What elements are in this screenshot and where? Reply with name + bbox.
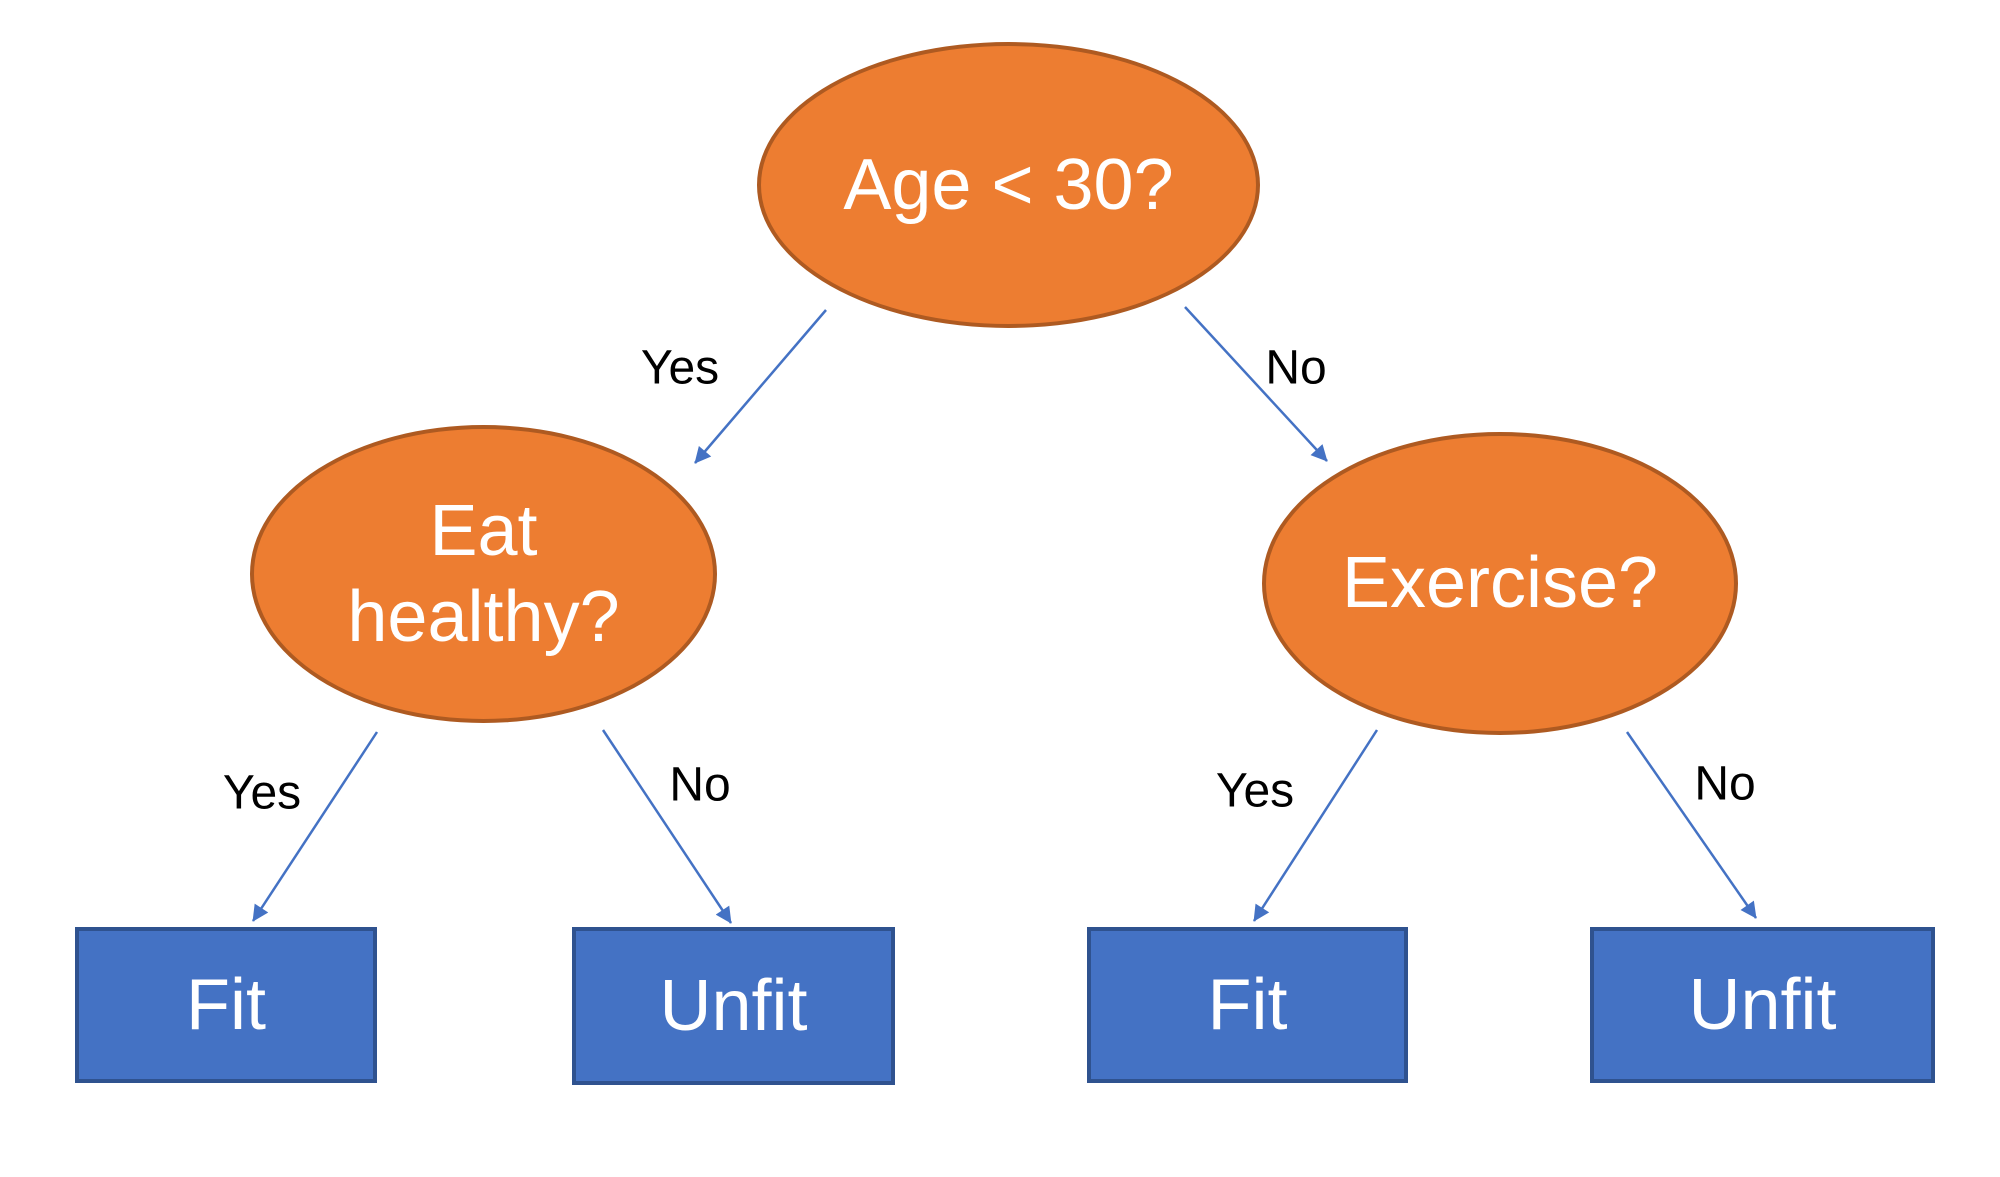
- edge-label-root-yes: Yes: [640, 341, 720, 395]
- node-exercise-label: Exercise?: [1341, 543, 1659, 624]
- edge-label-root-no: No: [1265, 341, 1327, 395]
- node-eat-healthy-question: Eat healthy?: [250, 425, 717, 723]
- node-age-question: Age < 30?: [757, 42, 1260, 328]
- leaf-fit-left: Fit: [75, 927, 377, 1083]
- node-exercise-question: Exercise?: [1262, 432, 1738, 735]
- leaf-unfit-left-label: Unfit: [659, 966, 808, 1046]
- edge-label-exercise-yes: Yes: [1215, 764, 1295, 818]
- arrow-exercise-to-fit: [1252, 729, 1379, 922]
- arrow-eat-healthy-to-fit: [251, 731, 379, 922]
- edge-label-exercise-no: No: [1694, 757, 1756, 811]
- edge-label-eat-healthy-yes: Yes: [222, 766, 302, 820]
- node-age-question-label: Age < 30?: [843, 144, 1174, 225]
- edge-label-eat-healthy-no: No: [669, 758, 731, 812]
- leaf-unfit-right: Unfit: [1590, 927, 1935, 1083]
- node-eat-healthy-label: Eat healthy?: [347, 490, 620, 657]
- leaf-fit-right: Fit: [1087, 927, 1408, 1083]
- leaf-unfit-right-label: Unfit: [1688, 965, 1837, 1045]
- leaf-fit-right-label: Fit: [1207, 965, 1288, 1045]
- leaf-fit-left-label: Fit: [186, 965, 266, 1045]
- leaf-unfit-left: Unfit: [572, 927, 895, 1085]
